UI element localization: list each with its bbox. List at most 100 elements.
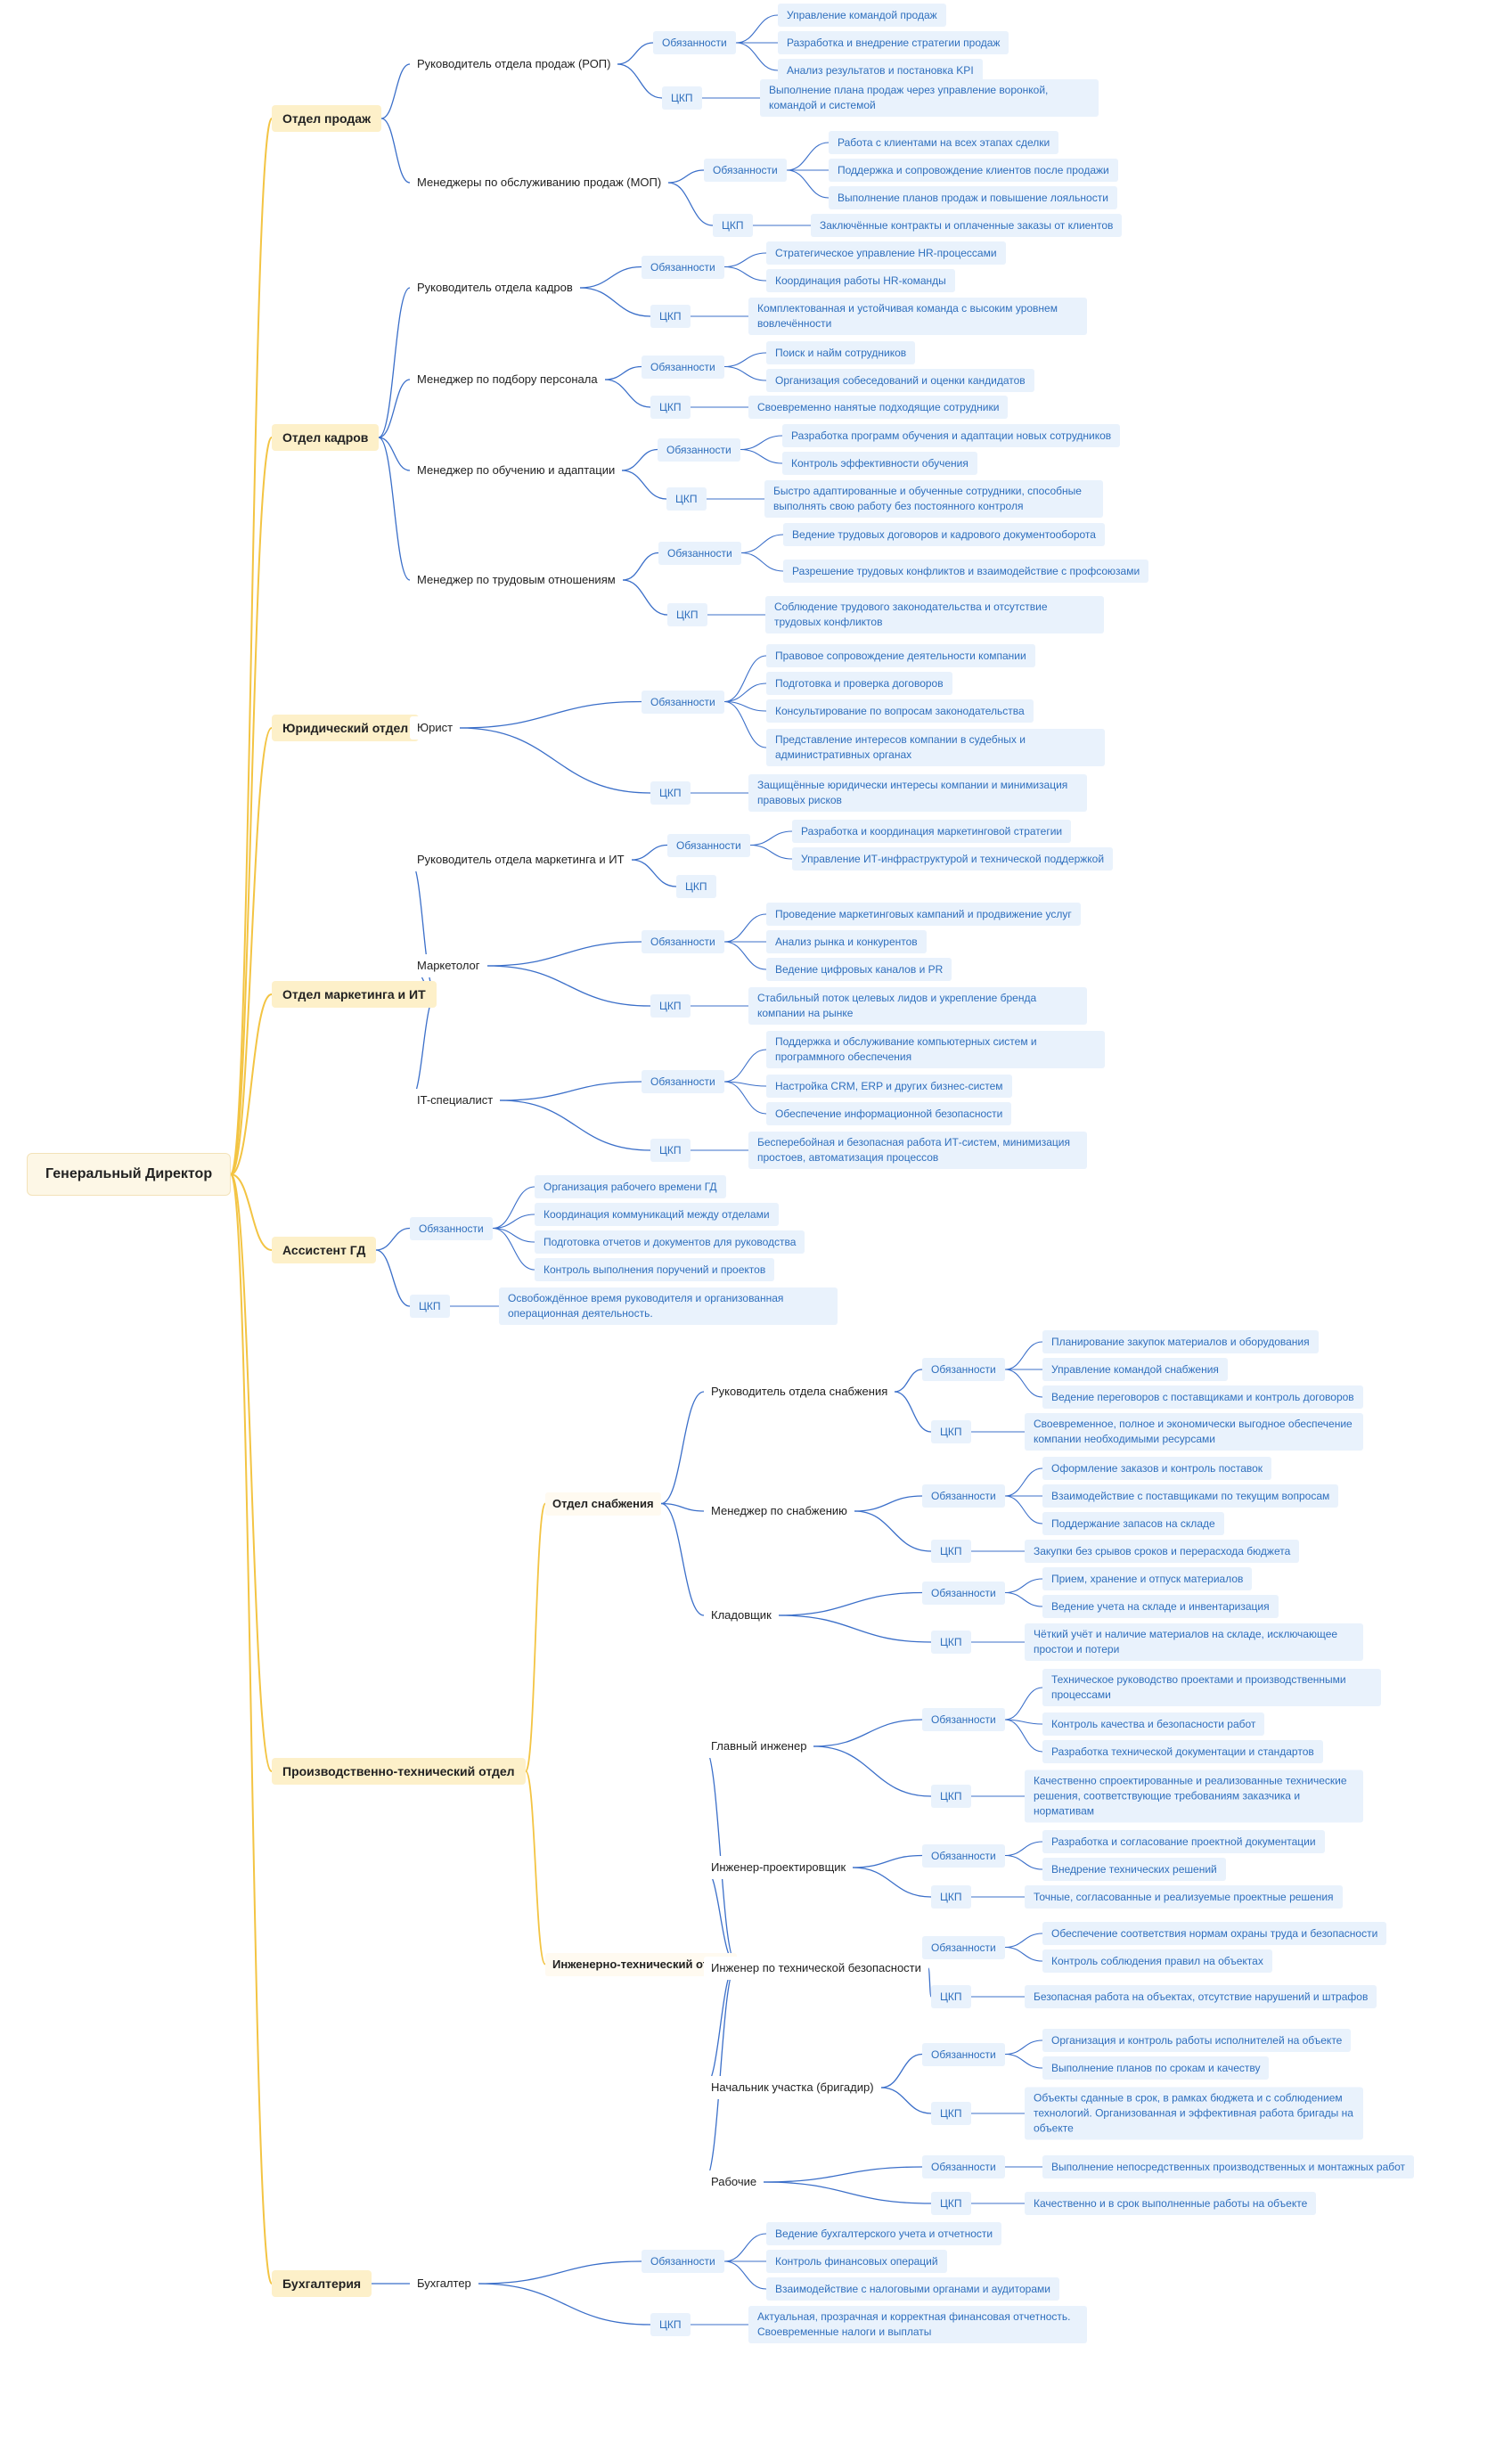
role-node[interactable]: Инженер-проектировщик bbox=[704, 1856, 854, 1879]
role-node[interactable]: Маркетолог bbox=[410, 954, 487, 977]
duty-item: Подготовка и проверка договоров bbox=[766, 672, 952, 695]
edge-duty bbox=[723, 352, 767, 368]
edge-role-ckp bbox=[486, 965, 651, 1007]
duty-item: Обеспечение соответствия нормам охраны т… bbox=[1042, 1922, 1387, 1945]
role-node[interactable]: Руководитель отдела маркетинга и ИТ bbox=[410, 848, 632, 871]
ckp-label[interactable]: ЦКП bbox=[931, 1631, 971, 1654]
duties-label[interactable]: Обязанности bbox=[922, 2155, 1005, 2178]
ckp-label[interactable]: ЦКП bbox=[650, 305, 691, 328]
duty-item: Правовое сопровождение деятельности комп… bbox=[766, 644, 1035, 667]
ckp-label[interactable]: ЦКП bbox=[931, 1885, 971, 1909]
duties-label[interactable]: Обязанности bbox=[922, 2042, 1005, 2066]
role-node[interactable]: Менеджер по обучению и адаптации bbox=[410, 459, 623, 482]
ckp-item: Объекты сданные в срок, в рамках бюджета… bbox=[1025, 2087, 1363, 2140]
edge-duty bbox=[1004, 1841, 1043, 1857]
edge-role-duties bbox=[894, 1369, 923, 1393]
role-node[interactable]: Руководитель отдела продаж (РОП) bbox=[410, 53, 618, 76]
edge-role-ckp bbox=[604, 379, 651, 408]
department-node[interactable]: Бухгалтерия bbox=[272, 2270, 372, 2297]
duties-label[interactable]: Обязанности bbox=[642, 690, 724, 714]
ckp-label[interactable]: ЦКП bbox=[676, 875, 716, 898]
ckp-label[interactable]: ЦКП bbox=[650, 994, 691, 1018]
duty-item: Разработка технической документации и ст… bbox=[1042, 1740, 1323, 1763]
duty-item: Разработка программ обучения и адаптации… bbox=[782, 424, 1121, 447]
role-node[interactable]: Менеджер по снабжению bbox=[704, 1500, 854, 1523]
edge-role-ckp bbox=[852, 1867, 932, 1898]
ckp-label[interactable]: ЦКП bbox=[931, 1540, 971, 1563]
department-node[interactable]: Производственно-технический отдел bbox=[272, 1758, 526, 1785]
duties-label[interactable]: Обязанности bbox=[922, 1581, 1005, 1605]
role-node[interactable]: Юрист bbox=[410, 716, 461, 740]
role-node[interactable]: Менеджер по подбору персонала bbox=[410, 368, 605, 391]
duties-label[interactable]: Обязанности bbox=[642, 255, 724, 279]
department-node[interactable]: Юридический отдел bbox=[272, 715, 420, 741]
edge-root-dept bbox=[230, 727, 273, 1175]
edge-duty bbox=[723, 2233, 767, 2262]
edge-duty bbox=[492, 1186, 535, 1230]
ckp-item: Чёткий учёт и наличие материалов на скла… bbox=[1025, 1623, 1363, 1661]
role-node[interactable]: Кладовщик bbox=[704, 1604, 779, 1627]
role-node[interactable]: Рабочие bbox=[704, 2170, 764, 2194]
duties-label[interactable]: Обязанности bbox=[922, 1935, 1005, 1959]
duties-label[interactable]: Обязанности bbox=[922, 1484, 1005, 1508]
duties-label[interactable]: Обязанности bbox=[642, 930, 724, 953]
root-node[interactable]: Генеральный Директор bbox=[27, 1153, 232, 1196]
duties-label[interactable]: Обязанности bbox=[704, 159, 787, 182]
duties-label[interactable]: Обязанности bbox=[642, 355, 724, 379]
edge-role-ckp bbox=[459, 727, 651, 794]
duties-label[interactable]: Обязанности bbox=[922, 1843, 1005, 1868]
role-node[interactable]: Главный инженер bbox=[704, 1735, 814, 1758]
role-node[interactable]: Бухгалтер bbox=[410, 2272, 478, 2295]
ckp-label[interactable]: ЦКП bbox=[650, 1139, 691, 1162]
ckp-label[interactable]: ЦКП bbox=[931, 1785, 971, 1808]
ckp-label[interactable]: ЦКП bbox=[667, 603, 707, 626]
ckp-label[interactable]: ЦКП bbox=[650, 781, 691, 805]
edge-role-duties bbox=[604, 365, 642, 380]
duties-label[interactable]: Обязанности bbox=[922, 1358, 1005, 1381]
edge-role-duties bbox=[617, 42, 654, 65]
duties-label[interactable]: Обязанности bbox=[653, 31, 736, 54]
duties-label[interactable]: Обязанности bbox=[410, 1216, 493, 1240]
role-node[interactable]: Инженер по технической безопасности bbox=[704, 1957, 928, 1980]
department-node[interactable]: Отдел маркетинга и ИТ bbox=[272, 981, 437, 1008]
duty-item: Поддержка и обслуживание компьютерных си… bbox=[766, 1031, 1105, 1068]
duty-item: Разрешение трудовых конфликтов и взаимод… bbox=[783, 560, 1149, 583]
ckp-label[interactable]: ЦКП bbox=[931, 1985, 971, 2008]
subdepartment-node[interactable]: Отдел снабжения bbox=[545, 1492, 661, 1516]
department-node[interactable]: Ассистент ГД bbox=[272, 1237, 377, 1263]
duties-label[interactable]: Обязанности bbox=[658, 437, 740, 462]
ckp-label[interactable]: ЦКП bbox=[931, 2102, 971, 2125]
department-node[interactable]: Отдел продаж bbox=[272, 105, 381, 132]
ckp-label[interactable]: ЦКП bbox=[713, 214, 753, 237]
duties-label[interactable]: Обязанности bbox=[642, 2250, 724, 2273]
department-node[interactable]: Отдел кадров bbox=[272, 424, 380, 451]
edge-role-duties bbox=[852, 1854, 923, 1868]
duties-label[interactable]: Обязанности bbox=[658, 541, 741, 565]
duty-item: Организация и контроль работы исполнител… bbox=[1042, 2029, 1352, 2052]
edge-role-ckp bbox=[622, 579, 668, 616]
role-node[interactable]: Менеджер по трудовым отношениям bbox=[410, 568, 623, 592]
edge-duty bbox=[723, 252, 767, 268]
ckp-item: Бесперебойная и безопасная работа ИТ-сис… bbox=[748, 1132, 1087, 1169]
role-node[interactable]: Руководитель отдела снабжения bbox=[704, 1380, 895, 1403]
ckp-label[interactable]: ЦКП bbox=[410, 1295, 450, 1318]
role-node[interactable]: Начальник участка (бригадир) bbox=[704, 2076, 881, 2099]
ckp-label[interactable]: ЦКП bbox=[931, 2192, 971, 2215]
duties-label[interactable]: Обязанности bbox=[667, 833, 750, 857]
role-node[interactable]: Руководитель отдела кадров bbox=[410, 276, 580, 299]
duty-item: Контроль выполнения поручений и проектов bbox=[535, 1258, 775, 1281]
ckp-label[interactable]: ЦКП bbox=[931, 1420, 971, 1443]
ckp-label[interactable]: ЦКП bbox=[662, 86, 702, 110]
role-node[interactable]: IT-специалист bbox=[410, 1089, 501, 1112]
duties-label[interactable]: Обязанности bbox=[922, 1708, 1005, 1731]
ckp-label[interactable]: ЦКП bbox=[666, 487, 707, 511]
ckp-label[interactable]: ЦКП bbox=[650, 2313, 691, 2336]
edge-role-duties bbox=[763, 2166, 923, 2183]
edge-sub-role bbox=[660, 1502, 705, 1616]
duty-item: Взаимодействие с налоговыми органами и а… bbox=[766, 2277, 1059, 2301]
duties-label[interactable]: Обязанности bbox=[642, 1070, 724, 1093]
ckp-item: Своевременное, полное и экономически выг… bbox=[1025, 1413, 1363, 1451]
ckp-label[interactable]: ЦКП bbox=[650, 396, 691, 419]
edge-role-duties bbox=[622, 552, 659, 581]
role-node[interactable]: Менеджеры по обслуживанию продаж (МОП) bbox=[410, 171, 669, 194]
